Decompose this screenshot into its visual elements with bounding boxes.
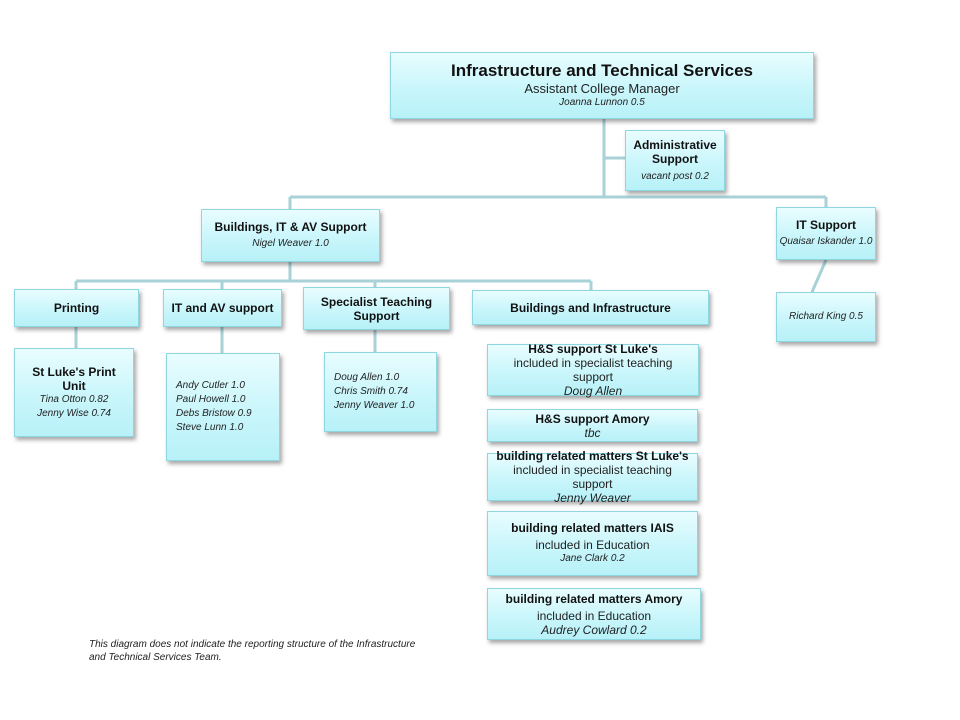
bldg-item-person: Audrey Cowlard 0.2 [541, 622, 647, 637]
bldg-item-title: building related matters IAIS [511, 521, 674, 535]
specialist-title: Specialist Teaching Support [320, 294, 433, 323]
buildings-it-av-box: Buildings, IT & AV Support Nigel Weaver … [201, 209, 380, 262]
top-title: Infrastructure and Technical Services [450, 61, 754, 80]
bldg-item-note: included in Education [535, 538, 650, 552]
it-support-person: Quaisar Iskander 1.0 [779, 236, 873, 247]
bldg-item-note: included in specialist teaching support [513, 356, 673, 384]
bldg-item-title: building related matters St Luke's [496, 449, 689, 463]
buildings-it-av-title: Buildings, IT & AV Support [214, 220, 367, 234]
specialist-staff-0: Doug Allen 1.0 [334, 372, 400, 383]
buildings-it-av-person: Nigel Weaver 1.0 [252, 238, 329, 249]
bldg-item-note: included in specialist teaching support [513, 463, 672, 491]
specialist-staff-1: Chris Smith 0.74 [334, 386, 408, 397]
bldg-infra-title: Buildings and Infrastructure [510, 300, 671, 315]
admin-title: Administrative Support [633, 137, 717, 166]
connector-it-richard [810, 259, 828, 293]
bldg-item-box: H&S support Amory tbc [487, 409, 698, 442]
top-box: Infrastructure and Technical Services As… [390, 52, 814, 119]
bldg-item-person: Jane Clark 0.2 [560, 553, 625, 564]
bldg-item-note: included in Education [536, 608, 652, 623]
printing-box: Printing [14, 289, 139, 327]
bldg-item-person: Jenny Weaver [554, 491, 631, 505]
it-av-box: IT and AV support [163, 289, 282, 327]
footnote: This diagram does not indicate the repor… [89, 639, 416, 663]
bldg-item-title: H&S support Amory [535, 411, 650, 426]
bldg-infra-box: Buildings and Infrastructure [472, 290, 709, 325]
top-person: Joanna Lunnon 0.5 [559, 97, 645, 108]
bldg-item-box: building related matters IAIS included i… [487, 511, 698, 576]
bldg-item-box: H&S support St Luke's included in specia… [487, 342, 699, 398]
it-av-staff-3: Steve Lunn 1.0 [176, 422, 244, 433]
top-subtitle: Assistant College Manager [524, 81, 680, 96]
bldg-item-title: building related matters Amory [505, 591, 683, 606]
specialist-box: Specialist Teaching Support [303, 287, 450, 330]
it-av-staff-box: Andy Cutler 1.0 Paul Howell 1.0 Debs Bri… [166, 353, 280, 461]
bldg-item-box: building related matters St Luke's inclu… [487, 449, 698, 505]
print-unit-box: St Luke's Print Unit Tina Otton 0.82 Jen… [14, 348, 134, 437]
bldg-item-box: building related matters Amory included … [487, 588, 701, 640]
it-support-staff: Richard King 0.5 [789, 311, 863, 322]
bldg-item-person: Doug Allen [563, 384, 623, 398]
it-av-staff-0: Andy Cutler 1.0 [176, 380, 245, 391]
bldg-item-person: tbc [584, 425, 601, 440]
it-support-staff-box: Richard King 0.5 [776, 292, 876, 342]
admin-person: vacant post 0.2 [641, 170, 709, 182]
admin-box: Administrative Support vacant post 0.2 [625, 130, 725, 191]
it-support-box: IT Support Quaisar Iskander 1.0 [776, 207, 876, 260]
it-av-title: IT and AV support [171, 301, 274, 315]
it-av-staff-2: Debs Bristow 0.9 [176, 408, 252, 419]
print-unit-staff-0: Tina Otton 0.82 [39, 393, 109, 405]
specialist-staff-box: Doug Allen 1.0 Chris Smith 0.74 Jenny We… [324, 352, 437, 432]
print-unit-staff-1: Jenny Wise 0.74 [37, 407, 111, 419]
it-av-staff-1: Paul Howell 1.0 [176, 394, 246, 405]
it-support-title: IT Support [796, 218, 856, 232]
printing-title: Printing [53, 301, 100, 315]
print-unit-title: St Luke's Print Unit [32, 364, 116, 393]
specialist-staff-2: Jenny Weaver 1.0 [334, 400, 415, 411]
bldg-item-title: H&S support St Luke's [528, 342, 658, 356]
